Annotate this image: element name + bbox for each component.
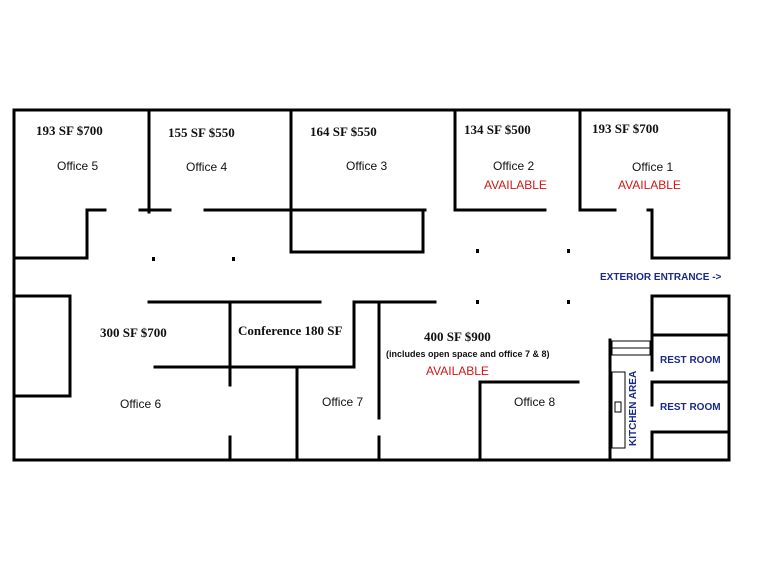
- office3-label: Office 3: [346, 159, 387, 173]
- conference-label: Conference 180 SF: [238, 323, 343, 338]
- lower-walls: [12, 294, 731, 462]
- office4-area-price: 155 SF $550: [168, 125, 235, 140]
- office7-label: Office 7: [322, 395, 363, 409]
- office2-label: Office 2: [493, 159, 534, 173]
- office2-status: AVAILABLE: [484, 178, 547, 192]
- office4-label: Office 4: [186, 160, 227, 174]
- kitchen-area-label: KITCHEN AREA: [628, 371, 639, 446]
- kitchen-fixtures: [611, 340, 651, 449]
- office1-status: AVAILABLE: [618, 178, 681, 192]
- open-space-area-price: 400 SF $900: [424, 329, 491, 344]
- top-office-walls: [12, 108, 731, 260]
- open-space-status: AVAILABLE: [426, 364, 489, 378]
- office6-area-price: 300 SF $700: [100, 325, 167, 340]
- office5-area-price: 193 SF $700: [36, 123, 103, 138]
- office6-label: Office 6: [120, 397, 161, 411]
- office2-area-price: 134 SF $500: [464, 122, 531, 137]
- office1-label: Office 1: [632, 160, 673, 174]
- restroom-1-label: REST ROOM: [660, 355, 721, 366]
- outer-walls: [12, 108, 731, 462]
- door-marks: [152, 249, 570, 304]
- exterior-entrance-label: EXTERIOR ENTRANCE ->: [600, 272, 722, 283]
- office3-area-price: 164 SF $550: [310, 124, 377, 139]
- office5-label: Office 5: [57, 159, 98, 173]
- office8-label: Office 8: [514, 395, 555, 409]
- open-space-note: (includes open space and office 7 & 8): [386, 349, 550, 359]
- restroom-2-label: REST ROOM: [660, 402, 721, 413]
- office1-area-price: 193 SF $700: [592, 121, 659, 136]
